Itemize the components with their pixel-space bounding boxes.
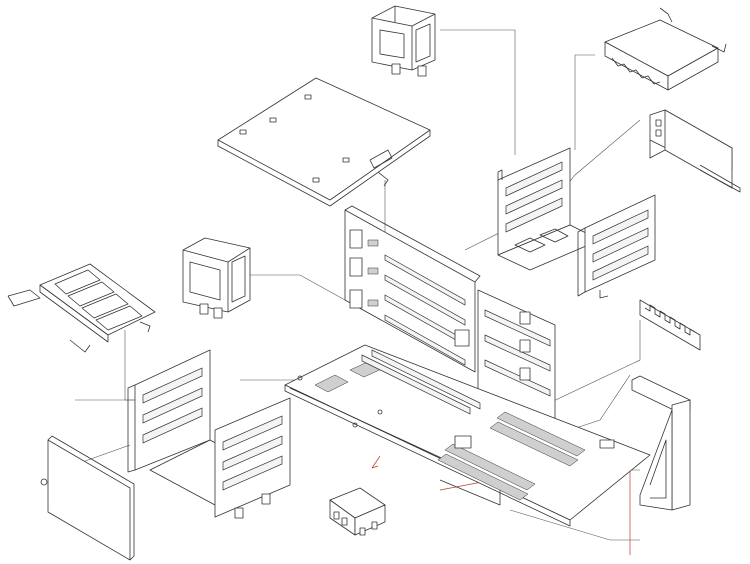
pci-riser-cage-upper [497, 147, 601, 271]
processor-heatsink [604, 7, 727, 91]
board-support-bracket [631, 375, 691, 511]
fan-cage-left [182, 237, 251, 319]
riser-bracket-right [649, 109, 741, 193]
memory-module [639, 299, 701, 351]
system-board-tray [284, 344, 651, 527]
air-baffle-cover [217, 77, 431, 207]
connector-block [329, 487, 386, 536]
side-access-panel [40, 435, 135, 561]
pci-riser-cage-lower [214, 397, 291, 519]
fan-cage-top [371, 5, 436, 77]
pci-riser-cage-right [577, 194, 656, 299]
system-board-backplane [344, 205, 481, 373]
drive-tray-left [7, 263, 156, 353]
pci-riser-board [477, 289, 556, 431]
